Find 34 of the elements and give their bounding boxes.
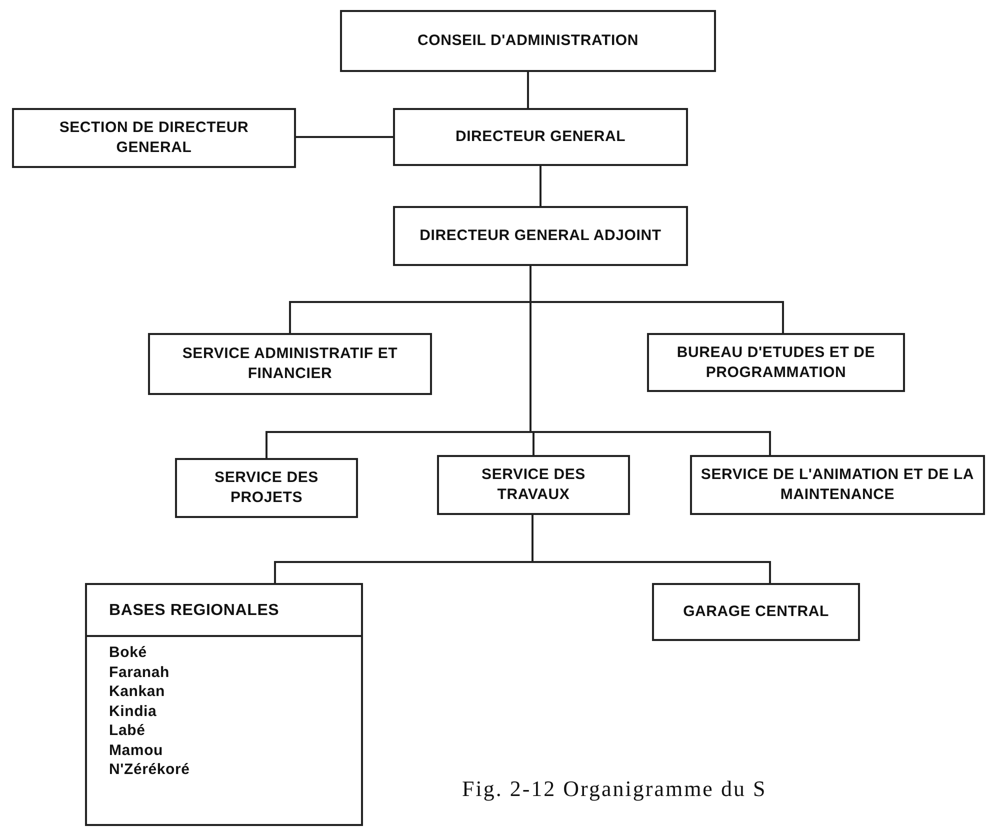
- connector-line: [296, 136, 393, 138]
- box-label: SERVICE DE L'ANIMATION ET DE LA MAINTENANCE: [700, 465, 976, 505]
- box-heading: BASES REGIONALES: [87, 585, 361, 637]
- list-item: Labé: [108, 721, 146, 740]
- list-item: Kindia: [108, 702, 158, 721]
- org-box: [647, 333, 905, 392]
- list-box: [85, 583, 363, 826]
- org-box: [393, 108, 688, 166]
- list-item: Kankan: [108, 682, 166, 702]
- connector-line: [527, 72, 529, 108]
- box-label: GARAGE CENTRAL: [682, 602, 830, 622]
- org-box: [437, 455, 630, 515]
- connector-line: [532, 515, 771, 583]
- box-label: DIRECTEUR GENERAL: [454, 127, 627, 147]
- org-box: [652, 583, 860, 641]
- list-item: Faranah: [108, 662, 170, 682]
- figure-caption: Fig. 2-12 Organigramme du S: [462, 776, 767, 802]
- box-label: DIRECTEUR GENERAL ADJOINT: [418, 226, 662, 246]
- box-label: SERVICE DES PROJETS: [214, 468, 320, 508]
- org-box: [393, 206, 688, 266]
- list-item: N'Zérékoré: [108, 760, 191, 780]
- box-label: BUREAU D'ETUDES ET DE PROGRAMMATION: [676, 342, 876, 382]
- org-box: [340, 10, 716, 72]
- org-box: [12, 108, 296, 168]
- box-label: SECTION DE DIRECTEUR GENERAL: [58, 118, 250, 158]
- org-box: [175, 458, 358, 518]
- org-box: [690, 455, 985, 515]
- box-label: SERVICE DES TRAVAUX: [480, 465, 586, 505]
- connector-line: [540, 166, 542, 206]
- list-item: Mamou: [108, 740, 164, 760]
- list-item: Boké: [108, 643, 148, 662]
- box-label: SERVICE ADMINISTRATIF ET FINANCIER: [181, 344, 399, 384]
- org-box: [148, 333, 432, 395]
- box-label: CONSEIL D'ADMINISTRATION: [416, 31, 640, 51]
